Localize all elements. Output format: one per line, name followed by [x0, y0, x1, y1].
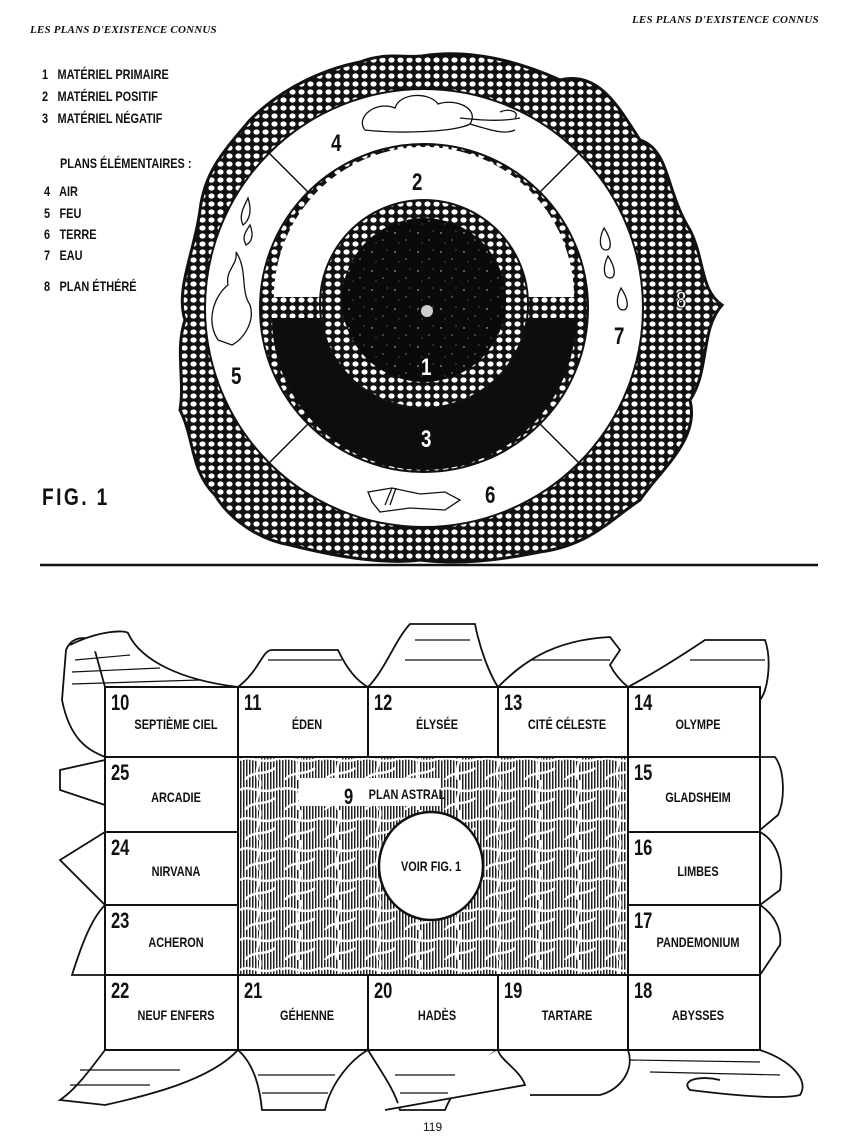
see-figure-1-label: VOIR FIG. 1	[400, 858, 462, 874]
plane-number: 16	[634, 835, 653, 860]
diagram-label-1: 1	[421, 354, 432, 381]
plane-number: 25	[111, 760, 130, 785]
astral-plane-label: PLAN ASTRAL	[368, 786, 446, 802]
plane-number: 21	[244, 978, 263, 1003]
plane-name: ACHERON	[147, 934, 204, 950]
plane-name: SEPTIÈME CIEL	[133, 716, 218, 732]
plane-name: ARCADIE	[150, 788, 201, 805]
plane-number: 14	[634, 690, 653, 715]
flame-icon	[211, 196, 253, 346]
elemental-planes-heading: PLANS ÉLÉMENTAIRES :	[60, 155, 192, 171]
plane-number: 12	[374, 690, 393, 715]
plane-name: LIMBES	[677, 862, 719, 879]
diagram-label-5: 5	[231, 363, 242, 390]
plane-number: 15	[634, 760, 653, 785]
plane-number: 11	[244, 690, 262, 715]
astral-plane-number: 9	[344, 784, 354, 809]
plane-name: ABYSSES	[671, 1006, 725, 1023]
legend-item-1: 1 MATÉRIEL PRIMAIRE	[42, 66, 169, 82]
elemental-dividers	[268, 152, 580, 464]
legend-item-5: 5 FEU	[44, 205, 82, 221]
legend-item-8: 8 PLAN ÉTHÉRÉ	[44, 278, 137, 294]
page-number: 119	[423, 1120, 443, 1134]
plane-name: OLYMPE	[675, 716, 721, 732]
plane-name: PANDEMONIUM	[656, 934, 740, 950]
running-header-left: LES PLANS D'EXISTENCE CONNUS	[30, 24, 217, 36]
figure-1-caption: FIG. 1	[42, 484, 110, 511]
diagram-label-8: 8	[676, 287, 687, 315]
diagram-label-6: 6	[485, 482, 496, 509]
earth-rocks-icon	[367, 487, 462, 513]
plane-number: 17	[634, 908, 653, 933]
plane-name: HADÈS	[417, 1006, 457, 1023]
diagram-label-2: 2	[412, 169, 423, 196]
prime-material-plane	[342, 218, 506, 382]
plane-number: 24	[111, 835, 130, 860]
figure-1-planes-diagram	[40, 52, 818, 567]
legend-item-6: 6 TERRE	[44, 226, 97, 242]
diagram-label-3: 3	[421, 426, 432, 453]
plane-name: TARTARE	[541, 1006, 593, 1023]
plane-number: 23	[111, 908, 130, 933]
plane-name: ÉLYSÉE	[415, 716, 459, 732]
plane-number: 10	[111, 690, 130, 715]
running-header-right: LES PLANS D'EXISTENCE CONNUS	[632, 14, 819, 26]
diagram-label-4: 4	[331, 130, 342, 157]
plane-name: GLADSHEIM	[665, 788, 731, 805]
diagram-label-7: 7	[614, 323, 625, 350]
plane-name: CITÉ CÉLESTE	[527, 716, 607, 732]
cloud-wind-icon	[361, 94, 521, 133]
legend-item-3: 3 MATÉRIEL NÉGATIF	[42, 110, 163, 126]
plane-number: 18	[634, 978, 653, 1003]
plane-number: 22	[111, 978, 130, 1003]
legend-item-7: 7 EAU	[44, 247, 83, 263]
plane-number: 20	[374, 978, 393, 1003]
plane-number: 13	[504, 690, 523, 715]
plane-name: GÉHENNE	[279, 1006, 335, 1023]
plane-name: NIRVANA	[151, 862, 200, 879]
water-drops-icon	[599, 226, 628, 311]
legend-item-4: 4 AIR	[44, 183, 78, 199]
legend-item-2: 2 MATÉRIEL POSITIF	[42, 88, 158, 104]
plane-name: ÉDEN	[291, 716, 323, 732]
plane-name: NEUF ENFERS	[136, 1006, 215, 1023]
plane-number: 19	[504, 978, 523, 1003]
